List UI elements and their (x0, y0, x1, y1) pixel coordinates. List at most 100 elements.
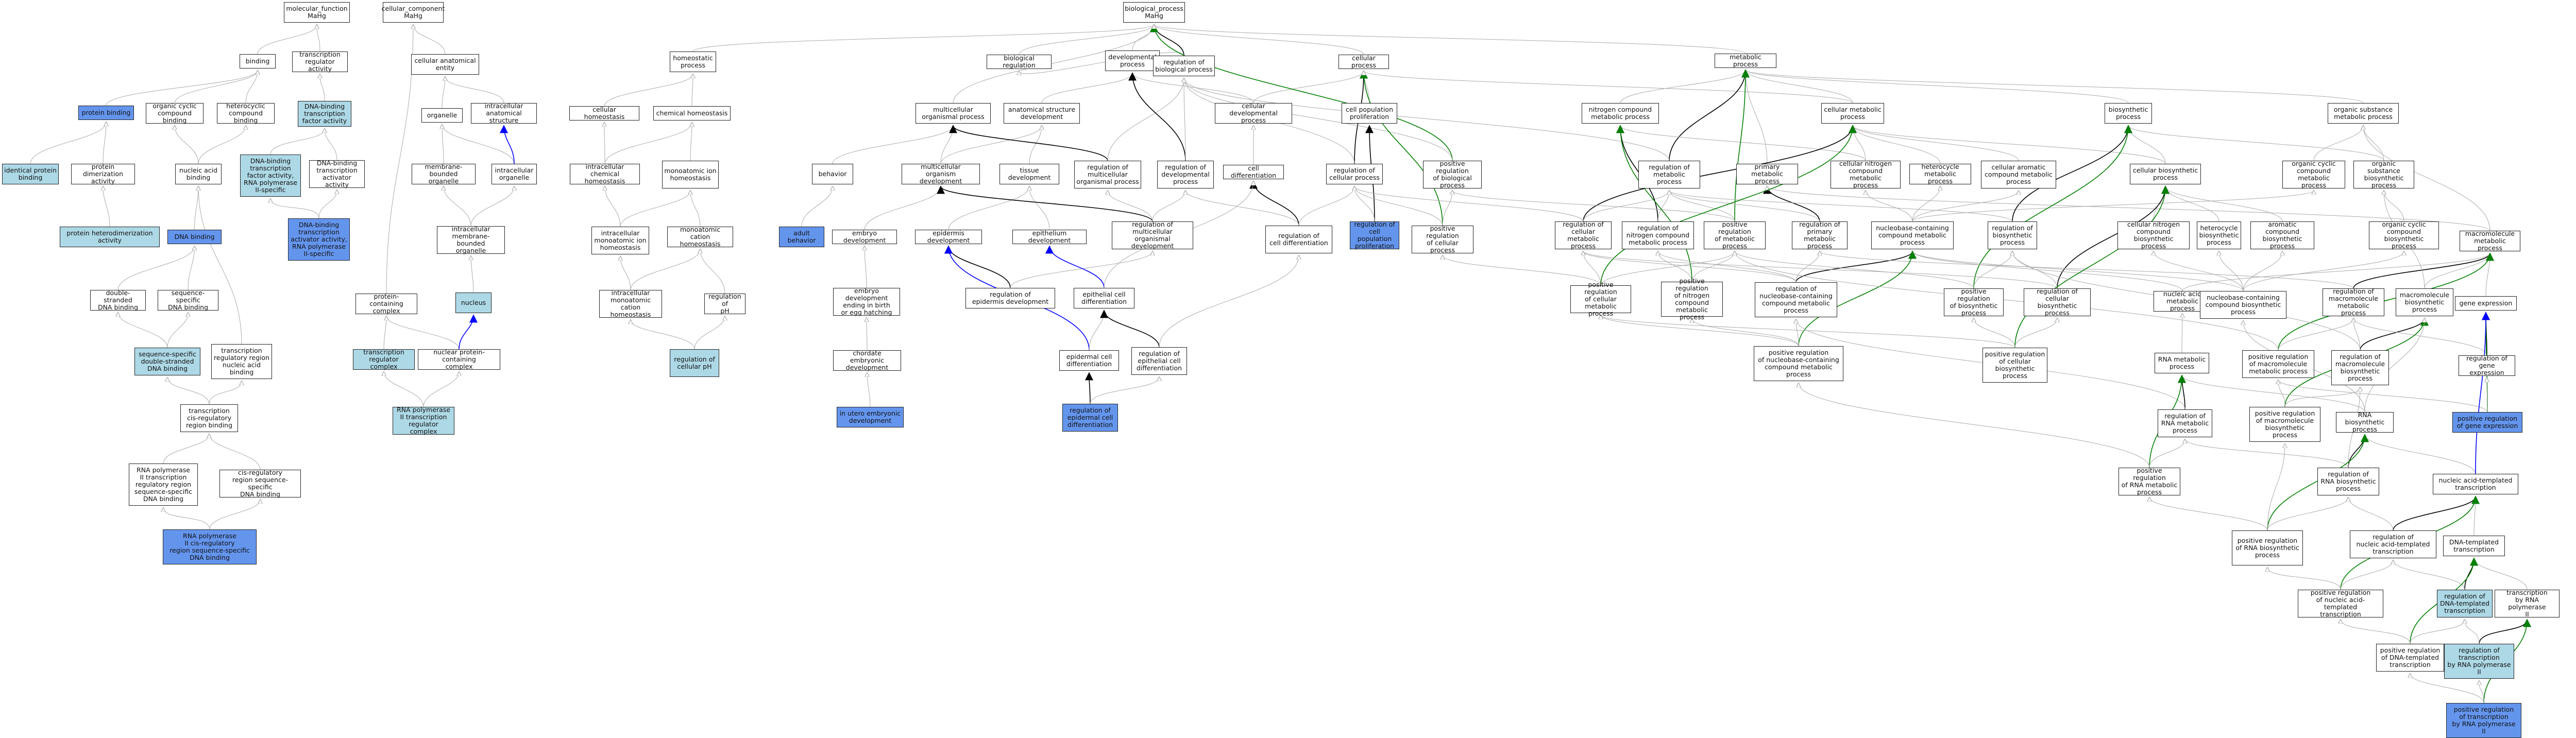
edge-pos-regulates (2267, 434, 2369, 531)
go-term-node: chemical homeostasis (653, 106, 731, 121)
go-term-node: nucleus (455, 293, 492, 313)
edge-is-a (167, 313, 188, 348)
edge-is-a (413, 25, 446, 55)
go-term-node: regulation of transcription by RNA polym… (2444, 644, 2514, 679)
go-term-node: membrane-bounded organelle (412, 163, 476, 185)
edge-is-a (604, 123, 692, 164)
edge-is-a (1600, 251, 1735, 286)
edge-is-a (103, 186, 110, 227)
edge-is-a (174, 71, 258, 104)
go-term-node: transcription by RNA polymerase II (2495, 589, 2560, 618)
go-term-node: regulation of macromolecule metabolic pr… (2323, 288, 2384, 317)
edge-is-a (1745, 70, 2364, 104)
go-term-node: regulation of cellular process (1326, 164, 1383, 184)
edge-is-a (194, 186, 199, 230)
edge-is-a (692, 25, 1154, 52)
go-term-node: positive regulation of metabolic process (1704, 221, 1766, 250)
edge-is-a (1583, 191, 1669, 222)
go-term-node: positive regulation of nucleobase-contai… (1754, 346, 1843, 381)
go-term-node: macromolecule metabolic process (2460, 230, 2520, 252)
edge-is-a (423, 372, 459, 407)
go-term-node: nucleobase-containing compound metabolic… (1871, 221, 1954, 249)
go-term-node: organic substance metabolic process (2328, 103, 2399, 124)
edge-is-a (2219, 251, 2244, 291)
edge-is-a (1853, 126, 1866, 161)
edge-is-a (2365, 435, 2476, 474)
go-term-node: positive regulation of transcription by … (2446, 703, 2521, 738)
go-term-node: regulation of biosynthetic process (1988, 221, 2037, 249)
edge-regulates (1583, 125, 1857, 222)
edge-pos-regulates (2014, 185, 2170, 348)
edge-is-a (1669, 191, 1735, 222)
edge-is-a (1090, 377, 1159, 404)
edge-is-a (1452, 191, 1735, 222)
edge-is-a (2185, 439, 2349, 468)
edge-is-a (1669, 191, 1820, 222)
edge-is-a (167, 377, 210, 405)
edge-is-a (2128, 126, 2384, 161)
edge-is-a (1620, 70, 1745, 104)
edge-is-a (118, 313, 168, 348)
edge-part-of (2475, 312, 2490, 474)
edge-is-a (948, 186, 1029, 230)
edge-is-a (2267, 497, 2348, 531)
go-term-node: intracellular anatomical structure (471, 102, 537, 124)
edge-is-a (1853, 126, 2166, 164)
edge-is-a (1912, 191, 2019, 222)
edge-is-a (1154, 25, 1746, 54)
edge-is-a (471, 256, 474, 293)
go-term-node: protein dimerization activity (71, 163, 135, 185)
edge-is-a (2410, 674, 2484, 703)
edge-is-a (1866, 191, 1913, 222)
go-term-node: regulation of multicellular organismal p… (1074, 161, 1141, 188)
go-term-node: identical protein binding (2, 164, 59, 184)
edge-is-a (325, 129, 337, 161)
go-term-node: regulation of cell population proliferat… (1350, 221, 1399, 250)
edge-is-a (1253, 71, 1364, 104)
edge-is-a (1029, 126, 1042, 164)
go-term-node: RNA polymerase II transcription regulato… (129, 464, 198, 506)
edge-is-a (2465, 620, 2480, 644)
edge-is-a (2479, 681, 2484, 703)
edge-is-a (1107, 78, 1184, 161)
edge-is-a (1974, 318, 2015, 348)
go-term-node: epidermal cell differentiation (1059, 350, 1119, 371)
edge-is-a (320, 74, 325, 101)
edge-is-a (1735, 251, 1974, 289)
edge-regulates (2353, 252, 2494, 289)
edge-is-a (2149, 439, 2185, 468)
go-term-node: regulation of cell differentiation (1265, 226, 1332, 253)
edge-is-a (2410, 620, 2465, 644)
edge-is-a (1735, 251, 2279, 351)
edge-is-a (442, 125, 515, 164)
edge-is-a (631, 320, 695, 350)
edge-part-of (500, 125, 515, 164)
edge-is-a (198, 126, 246, 164)
edge-is-a (445, 77, 504, 104)
edge-is-a (163, 508, 210, 530)
edge-is-a (117, 246, 195, 290)
edge-is-a (1089, 311, 1104, 351)
edge-is-a (444, 186, 471, 227)
edge-regulates (1249, 180, 1299, 226)
edge-is-a (2364, 318, 2425, 413)
go-term-node: regulation of multicellular organismal d… (1112, 221, 1193, 250)
edge-regulates (1795, 250, 1917, 283)
edge-is-a (832, 126, 953, 164)
edge-is-a (2363, 126, 2384, 161)
go-term-node: regulation of primary metabolic process (1792, 221, 1848, 250)
edge-is-a (801, 186, 833, 227)
edge-is-a (2474, 558, 2528, 590)
go-term-node: regulation of pH (704, 293, 745, 315)
edge-is-a (2154, 251, 2244, 291)
edge-is-a (442, 77, 445, 109)
edge-is-a (383, 316, 386, 350)
go-term-node: positive regulation of gene expression (2452, 412, 2522, 433)
edge-pos-regulates (1616, 125, 1692, 282)
edge-is-a (690, 191, 701, 227)
edge-regulates (1128, 72, 1186, 161)
edge-is-a (1973, 251, 2012, 289)
edge-is-a (188, 246, 195, 290)
go-term-node: transcription regulator activity (292, 51, 348, 73)
go-term-node: organic cyclic compound metabolic proces… (2282, 160, 2345, 189)
